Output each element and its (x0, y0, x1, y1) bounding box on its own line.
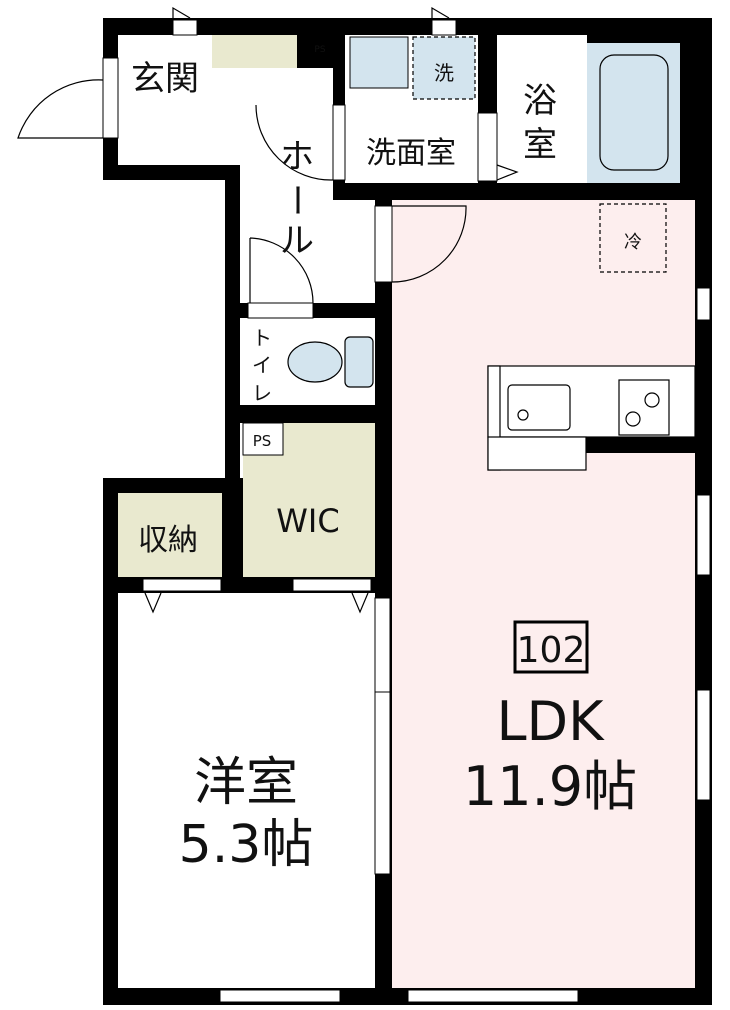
fridge-label: 冷 (624, 232, 642, 253)
western-room-size: 5.3帖 (179, 815, 314, 875)
wic-label: WIC (276, 502, 339, 540)
door-swings (17, 6, 519, 614)
kitchen (487, 365, 696, 471)
shoe-shelf (212, 35, 297, 68)
ldk-label: LDK (496, 690, 605, 753)
bathtub (599, 54, 669, 171)
bath-label-1: 浴 (523, 81, 557, 121)
wash-basin (349, 36, 409, 89)
unit-number-box (513, 620, 589, 674)
fridge-space (599, 203, 667, 273)
ps-small-label: PS (314, 45, 325, 55)
ldk-size: 11.9帖 (463, 755, 637, 818)
storage-label: 収納 (138, 523, 198, 558)
toilet-label-1: ト (252, 326, 272, 350)
toilet-label-2: イ (252, 353, 272, 377)
toilet-label-3: レ (252, 381, 272, 405)
ps-label: PS (253, 432, 272, 450)
storage-floor (118, 493, 222, 577)
entrance-label-1: 玄関 (131, 59, 199, 99)
hall-label-1: ホ (280, 137, 314, 177)
washer-label: 洗 (434, 61, 454, 85)
washer-space (412, 36, 476, 100)
western-room-label: 洋室 (194, 753, 298, 813)
washroom-label: 洗面室 (366, 136, 456, 171)
hall-label-3: ル (280, 221, 314, 261)
openings (102, 19, 711, 1003)
hall-label-2: ー (276, 183, 316, 217)
bath-label-2: 室 (523, 125, 557, 165)
ldk-floor (392, 200, 695, 988)
toilet-fixture (287, 336, 374, 388)
unit-number: 102 (517, 630, 586, 671)
